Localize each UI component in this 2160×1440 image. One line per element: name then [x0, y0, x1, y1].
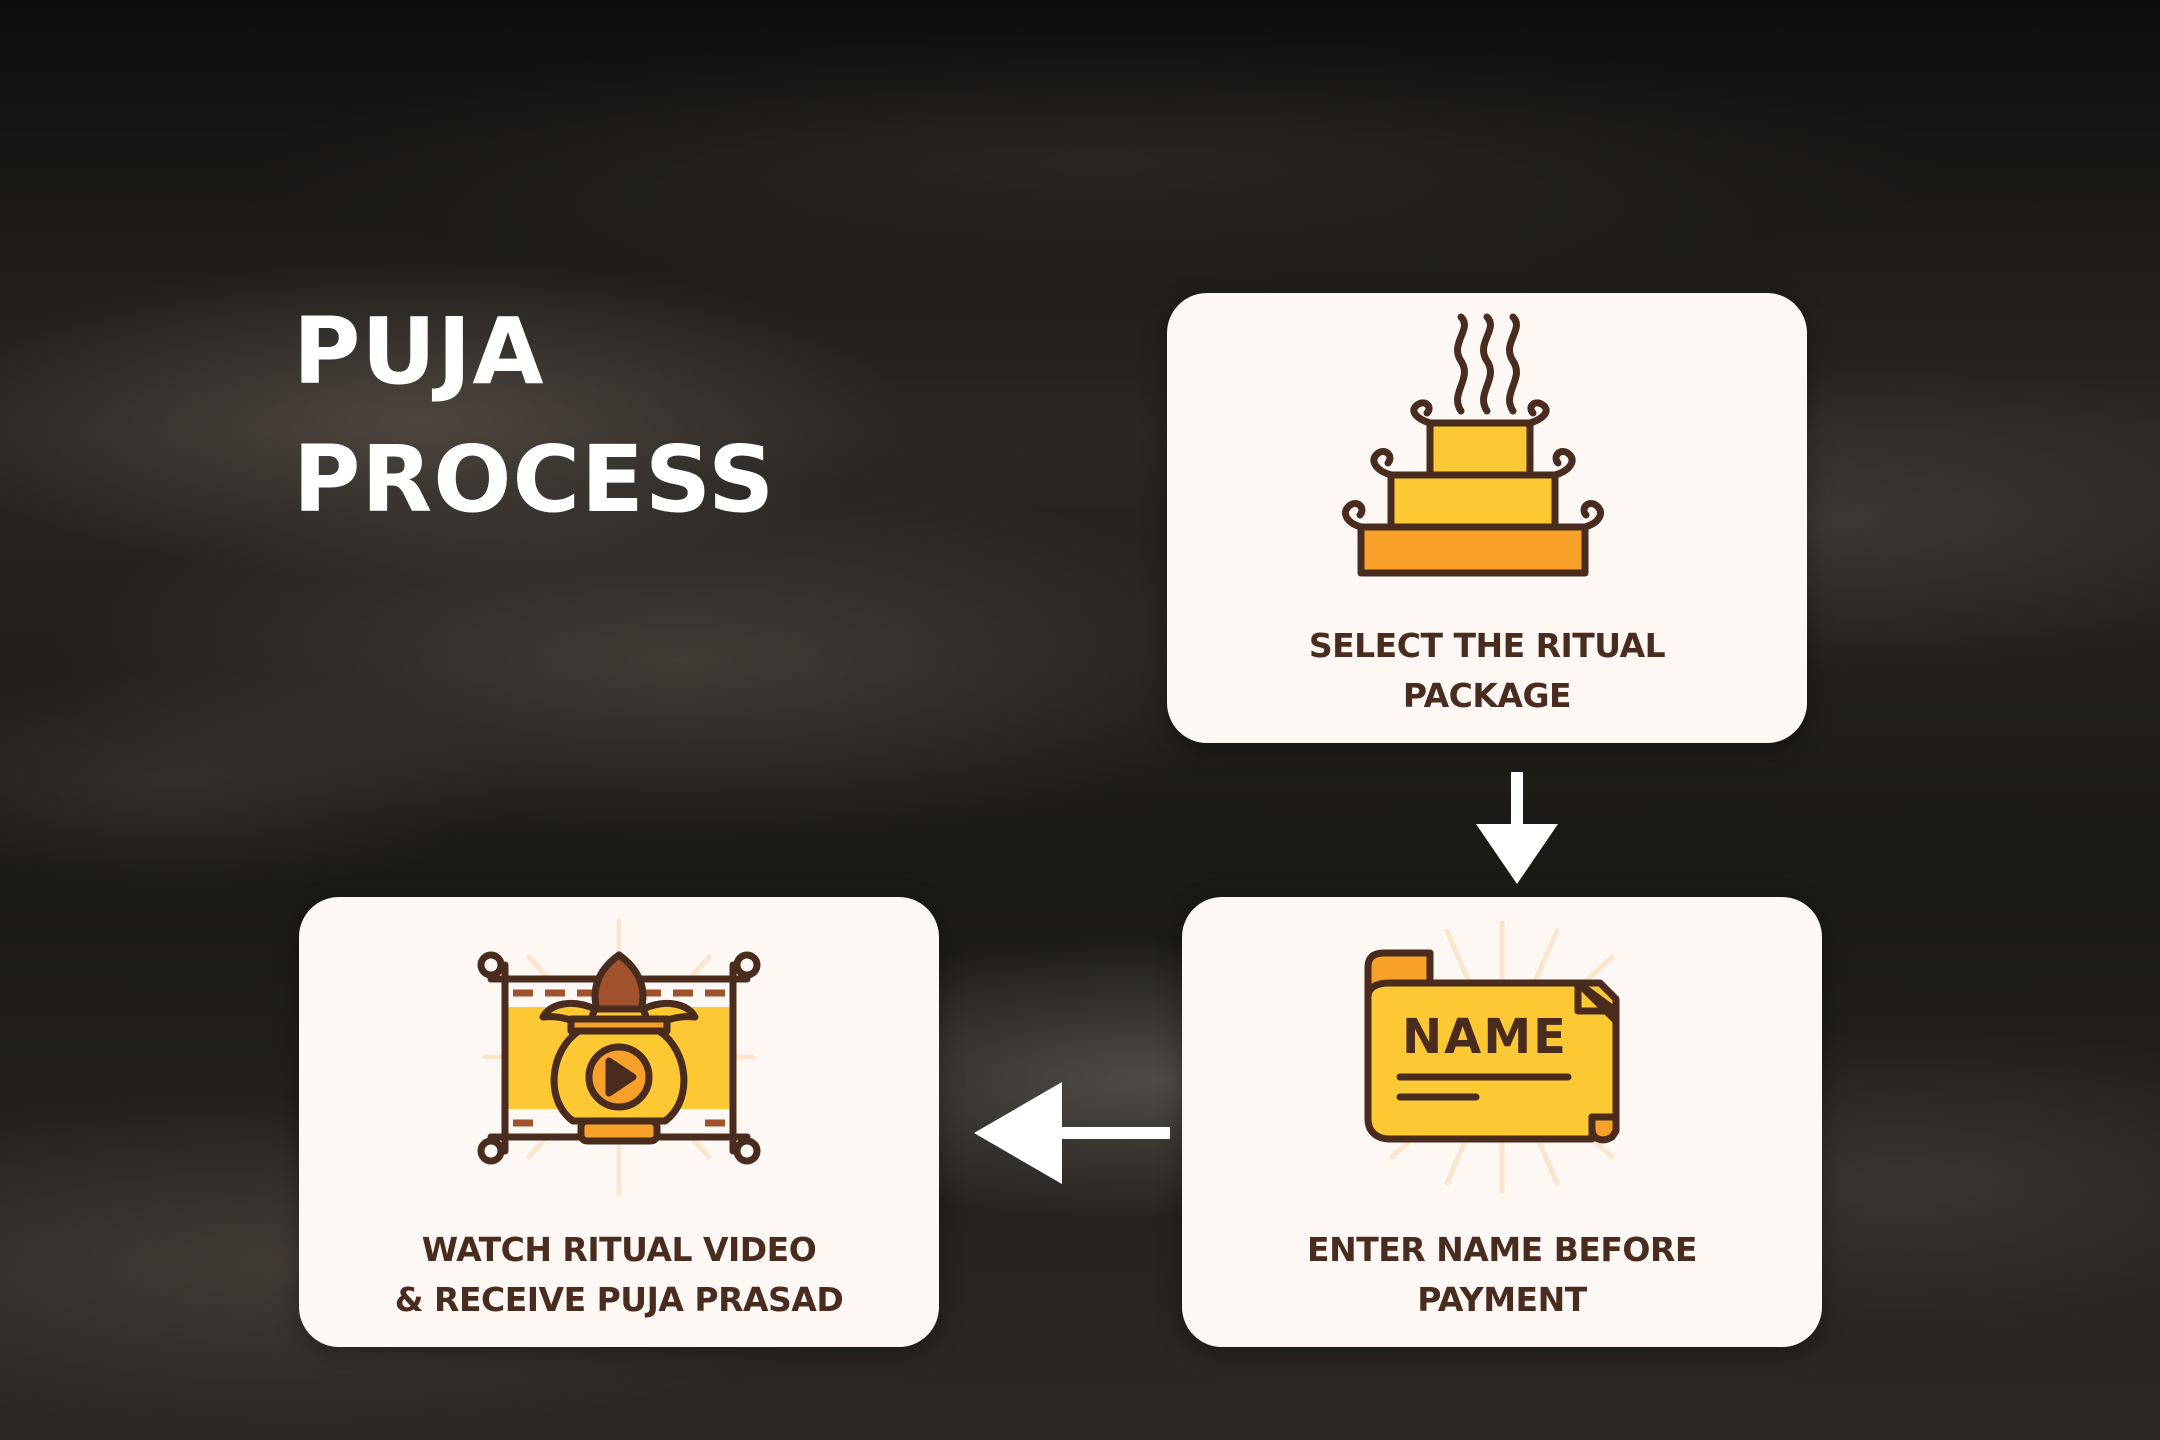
- step-label-line-2: PACKAGE: [1402, 676, 1572, 715]
- step-label-line-1: SELECT THE RITUAL: [1308, 626, 1666, 665]
- kalash-video-icon: [477, 918, 761, 1196]
- step-label-line-2: & RECEIVE PUJA PRASAD: [394, 1280, 844, 1319]
- title-line-2: PROCESS: [293, 426, 776, 533]
- step-label-line-1: WATCH RITUAL VIDEO: [421, 1230, 817, 1269]
- step-label-watch-video: WATCH RITUAL VIDEO & RECEIVE PUJA PRASAD: [329, 1225, 909, 1325]
- step-card-enter-name: NAME ENTER NAME BEFORE PAYMENT: [1182, 897, 1822, 1347]
- title-line-1: PUJA: [293, 298, 545, 405]
- step-label-line-2: PAYMENT: [1417, 1280, 1587, 1319]
- step-label-enter-name: ENTER NAME BEFORE PAYMENT: [1212, 1225, 1792, 1325]
- arrow-left-icon: [974, 1082, 1170, 1184]
- arrow-down-icon: [1476, 772, 1558, 884]
- step-label-line-1: ENTER NAME BEFORE: [1307, 1230, 1697, 1269]
- name-scroll-icon: NAME: [1364, 920, 1620, 1194]
- step-card-watch-video: WATCH RITUAL VIDEO & RECEIVE PUJA PRASAD: [299, 897, 939, 1347]
- step-card-select-ritual-package: SELECT THE RITUAL PACKAGE: [1167, 293, 1807, 743]
- step-label-select-ritual-package: SELECT THE RITUAL PACKAGE: [1197, 621, 1777, 721]
- name-scroll-text: NAME: [1402, 1009, 1568, 1065]
- ritual-altar-icon: [1342, 313, 1604, 577]
